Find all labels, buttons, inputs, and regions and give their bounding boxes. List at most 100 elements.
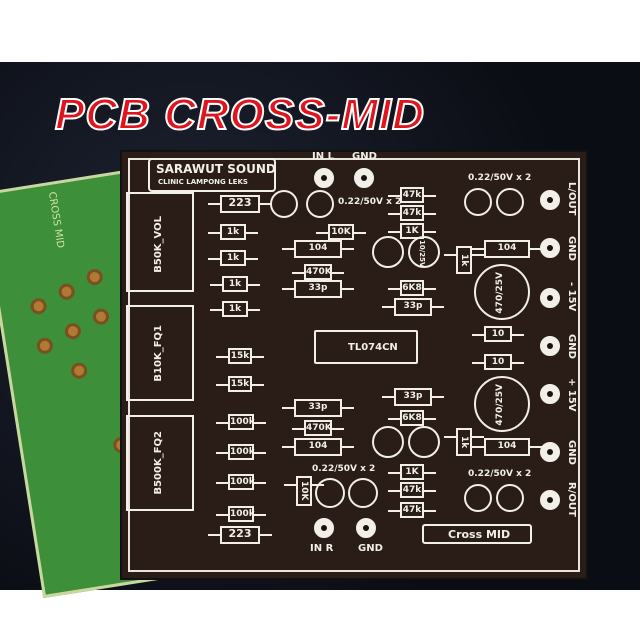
terminal-minus-15v	[540, 288, 560, 308]
resistor: 1k	[208, 250, 258, 266]
terminal-r-out	[540, 490, 560, 510]
resistor: 100k	[216, 474, 266, 490]
pad	[63, 322, 83, 341]
terminal-gnd	[540, 238, 560, 258]
resistor: 15k	[216, 348, 264, 364]
resistor: 1K	[388, 464, 436, 480]
cap-470-25v: 470/25V	[474, 376, 530, 432]
resistor: 100k	[216, 414, 266, 430]
resistor: 1k	[208, 224, 258, 240]
terminal-label: GND	[566, 334, 577, 359]
cap-value: 470/25V	[495, 384, 505, 426]
cap-10-25v	[372, 236, 404, 268]
cap-label: 0.22/50V x 2	[468, 469, 532, 479]
resistor: 10	[472, 326, 524, 342]
resistor: 470K	[292, 264, 344, 280]
cap-104: 104	[282, 438, 354, 456]
pot-fq1: B10K_FQ1	[126, 305, 194, 401]
resistor: 100k	[216, 444, 266, 460]
resistor: 6K8	[388, 410, 436, 426]
terminal-gnd	[540, 442, 560, 462]
brand-box: SARAWUT SOUND CLINIC LAMPONG LEKS	[148, 158, 276, 192]
terminal-label: + 15V	[566, 378, 577, 412]
terminal-label: L/OUT	[566, 182, 577, 216]
cap-022	[496, 188, 524, 216]
resistor: 6K8	[388, 280, 436, 296]
terminal-label: - 15V	[566, 282, 577, 312]
label-gnd: GND	[358, 543, 383, 554]
cap-022	[315, 478, 345, 508]
resistor: 10	[472, 354, 524, 370]
cap-label: 0.22/50V x 2	[312, 464, 376, 474]
pot-label: B10K_FQ1	[153, 325, 164, 382]
resistor: 47k	[388, 482, 436, 498]
resistor: 1k	[210, 301, 260, 317]
terminal-gnd	[540, 336, 560, 356]
title: PCB CROSS-MID	[54, 89, 425, 140]
cap-022	[348, 478, 378, 508]
resistor-vertical: 1k	[444, 428, 484, 456]
label-in-l: IN L	[312, 151, 334, 162]
black-pcb: SARAWUT SOUND CLINIC LAMPONG LEKS B50K_V…	[120, 150, 588, 580]
pad	[35, 336, 54, 355]
cap-223: 223	[208, 526, 272, 544]
ic-label: TL074CN	[348, 342, 398, 353]
terminal-gnd	[356, 518, 376, 538]
resistor: 470K	[292, 420, 344, 436]
cap-022	[496, 484, 524, 512]
cap-10-25v	[372, 426, 404, 458]
footer-box: Cross MID	[422, 524, 532, 544]
cap-022	[464, 188, 492, 216]
cap-value: 470/25V	[495, 272, 505, 314]
cap-022	[306, 190, 334, 218]
cap-10-25v	[408, 426, 440, 458]
cap-33p: 33p	[382, 298, 444, 316]
resistor-vertical: 1k	[444, 246, 484, 274]
cap-104: 104	[472, 240, 542, 258]
pad	[29, 297, 48, 316]
resistor: 47k	[388, 187, 436, 203]
resistor: 1k	[210, 276, 260, 292]
cap-10-25v: 10/25V	[408, 236, 440, 268]
resistor: 15k	[216, 376, 264, 392]
label-in-r: IN R	[310, 543, 334, 554]
resistor: 47k	[388, 502, 436, 518]
ic-tl074cn: TL074CN	[314, 330, 418, 364]
brand: SARAWUT SOUND	[156, 162, 276, 176]
board-outline	[128, 158, 580, 572]
cap-label: 0.22/50V x 2	[468, 173, 532, 183]
terminal-plus-15v	[540, 384, 560, 404]
resistor: 10K	[316, 224, 366, 240]
cap-470-25v: 470/25V	[474, 264, 530, 320]
pot-label: B50K_VOL	[153, 216, 164, 273]
footer-label: Cross MID	[448, 528, 511, 541]
cap-104: 104	[282, 240, 354, 258]
cap-value: 10/25V	[418, 240, 426, 268]
terminal-label: GND	[566, 440, 577, 465]
pot-label: B500K_FQ2	[153, 431, 164, 495]
terminal-l-out	[540, 190, 560, 210]
cap-33p: 33p	[282, 280, 354, 298]
brand-sub: CLINIC LAMPONG LEKS	[158, 178, 248, 186]
cap-33p: 33p	[382, 388, 444, 406]
resistor: 47k	[388, 205, 436, 221]
cap-label: 0.22/50V x 2	[338, 197, 402, 207]
pot-fq2: B500K_FQ2	[126, 415, 194, 511]
cap-33p: 33p	[282, 399, 354, 417]
cap-022	[270, 190, 298, 218]
resistor: 100k	[216, 506, 266, 522]
terminal-label: R/OUT	[566, 482, 577, 517]
cap-022	[464, 484, 492, 512]
pad	[57, 282, 76, 301]
pad	[70, 361, 89, 380]
resistor: 1K	[388, 223, 436, 239]
cap-104: 104	[472, 438, 542, 456]
terminal-gnd	[354, 168, 374, 188]
terminal-in-r	[314, 518, 334, 538]
green-pcb-label: CROSS MID	[45, 191, 66, 249]
pad	[85, 267, 104, 287]
terminal-in-l	[314, 168, 334, 188]
resistor-vertical: 10K	[284, 476, 324, 506]
terminal-label: GND	[566, 236, 577, 261]
cap-223: 223	[208, 195, 272, 213]
